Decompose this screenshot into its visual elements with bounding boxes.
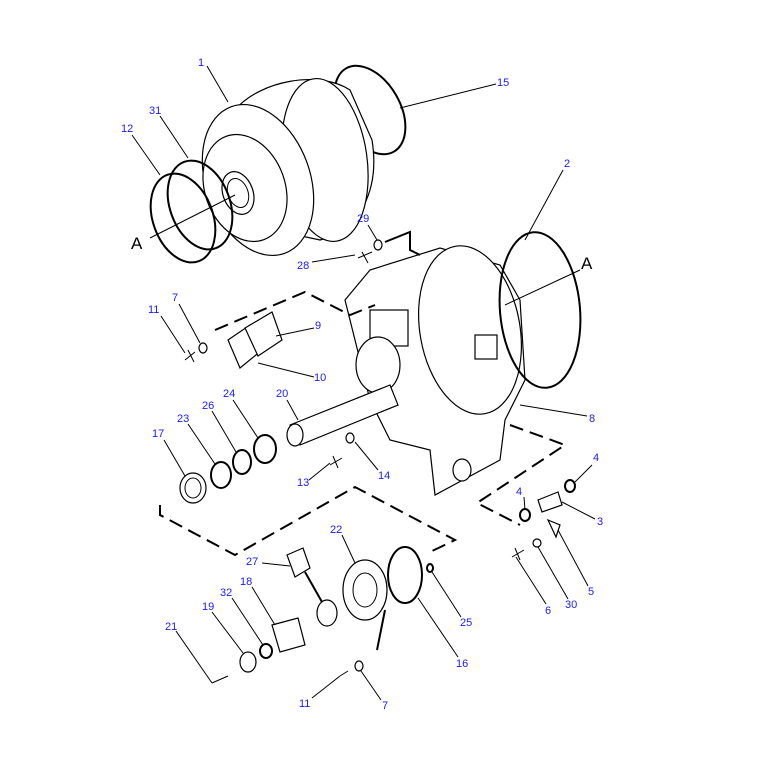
callout-19: 19	[202, 601, 214, 613]
callout-24: 24	[223, 388, 235, 400]
plate-19	[239, 651, 257, 673]
o-ring-16	[387, 546, 423, 604]
bolt-11b	[339, 670, 349, 677]
flywheel-housing	[344, 245, 526, 496]
cover-22	[342, 559, 388, 621]
callout-28: 28	[297, 260, 309, 272]
yoke-18	[271, 617, 306, 653]
seal-27	[286, 547, 311, 578]
bolt-28	[357, 251, 373, 264]
washer-7	[198, 342, 208, 354]
seal-ring-2	[498, 231, 582, 389]
o-ring-25	[426, 563, 434, 573]
callout-21: 21	[165, 621, 177, 633]
bolt-21	[211, 675, 229, 684]
callout-14: 14	[378, 470, 390, 482]
callout-27: 27	[246, 556, 258, 568]
callout-7: 7	[172, 292, 178, 304]
callout-31: 31	[149, 105, 161, 117]
washer-7b	[354, 660, 364, 672]
washer-30	[532, 538, 542, 548]
callout-8: 8	[589, 413, 595, 425]
callout-1: 1	[198, 57, 204, 69]
ring-24	[253, 434, 277, 464]
o-ring-12	[149, 172, 217, 264]
section-marker-a-left: A	[131, 234, 143, 253]
callout-7b: 7	[382, 700, 388, 712]
bolt-11	[184, 349, 196, 363]
callout-16: 16	[456, 658, 468, 670]
callout-15: 15	[497, 77, 509, 89]
callout-13: 13	[297, 477, 309, 489]
leader-lines	[131, 65, 596, 701]
section-line-a	[149, 194, 236, 239]
callout-11: 11	[148, 304, 159, 316]
callout-20: 20	[276, 388, 288, 400]
ring-26	[232, 449, 252, 475]
callout-26: 26	[202, 400, 214, 412]
section-marker-a-right: A	[581, 254, 593, 273]
o-ring-32	[259, 643, 273, 659]
callout-11b: 11	[299, 698, 310, 710]
washer-29	[373, 239, 383, 251]
callout-32: 32	[220, 587, 232, 599]
seal-17	[179, 472, 207, 504]
callout-23: 23	[177, 413, 189, 425]
callout-18: 18	[240, 576, 252, 588]
callout-2: 2	[564, 158, 570, 170]
ring-23	[210, 461, 232, 489]
callouts: 1 15 31 12 2 29 28 7 9 11 10 24 26 20 23…	[121, 57, 603, 712]
bolt-13	[329, 455, 343, 469]
callout-25: 25	[460, 617, 472, 629]
bracket-5	[546, 518, 561, 539]
o-ring-31	[166, 159, 234, 251]
callout-4b: 4	[516, 486, 522, 498]
seal-27b	[316, 599, 338, 627]
torque-converter	[201, 77, 375, 257]
gasket-9	[244, 311, 283, 357]
callout-4: 4	[593, 452, 599, 464]
callout-6: 6	[545, 605, 551, 617]
callout-29: 29	[357, 213, 369, 225]
callout-22: 22	[330, 524, 342, 536]
fitting-3	[537, 491, 563, 513]
callout-12: 12	[121, 123, 133, 135]
callout-30: 30	[565, 599, 577, 611]
o-ring-4	[564, 479, 576, 493]
callout-17: 17	[152, 428, 164, 440]
bolt-6	[511, 547, 525, 561]
callout-9: 9	[315, 320, 321, 332]
callout-10: 10	[314, 372, 326, 384]
o-ring-4b	[519, 508, 531, 522]
section-line-a2	[504, 269, 581, 306]
callout-3: 3	[597, 516, 603, 528]
callout-5: 5	[588, 586, 594, 598]
washer-14	[345, 432, 355, 444]
